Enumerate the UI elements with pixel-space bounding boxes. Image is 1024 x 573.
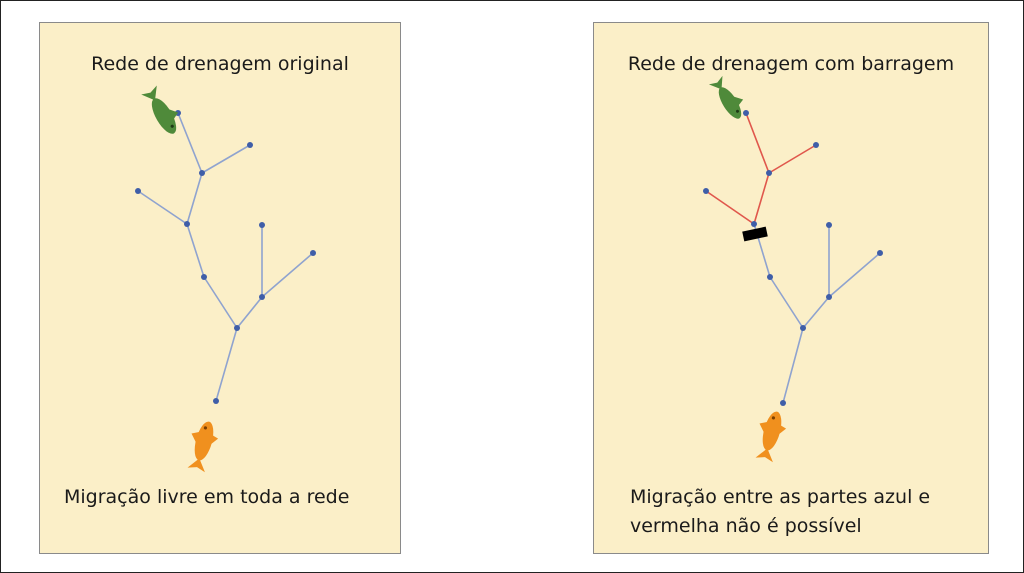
panel-dammed-network: Rede de drenagem com barragem: [593, 22, 989, 554]
network-node: [767, 274, 773, 280]
network-node: [259, 222, 265, 228]
green-fish-icon: [708, 75, 744, 119]
network-node: [135, 188, 141, 194]
network-node: [766, 170, 772, 176]
orange-fish-icon: [187, 421, 219, 473]
network-node: [234, 325, 240, 331]
network-node: [826, 222, 832, 228]
river-segment-upstream: [753, 172, 770, 225]
network-node: [310, 250, 316, 256]
network-node: [743, 110, 749, 116]
network-node: [813, 142, 819, 148]
river-segment-upstream: [745, 112, 770, 174]
orange-fish-icon: [755, 411, 787, 463]
drainage-network-original: [135, 85, 316, 473]
panel-title: Rede de drenagem original: [91, 53, 349, 75]
river-segment: [215, 327, 238, 402]
network-node: [877, 250, 883, 256]
drainage-network-dammed: [703, 75, 883, 463]
panel-caption: Migração livre em toda a rede: [64, 486, 350, 508]
river-segment-downstream: [802, 296, 830, 329]
network-node: [800, 325, 806, 331]
river-segment: [201, 144, 251, 174]
network-node: [703, 188, 709, 194]
river-segment: [177, 112, 203, 174]
network-node: [199, 170, 205, 176]
network-node: [259, 294, 265, 300]
network-node: [201, 274, 207, 280]
network-node: [751, 221, 757, 227]
river-segment: [186, 223, 205, 278]
panel-caption: Migração entre as partes azul e vermelha…: [630, 483, 930, 541]
panel-original-network: Rede de drenagem original: [39, 22, 401, 554]
network-node: [184, 221, 190, 227]
river-segment: [261, 252, 314, 298]
dam-icon: [742, 226, 768, 242]
river-segment-downstream: [828, 252, 881, 298]
caption-line-2: vermelha não é possível: [630, 515, 862, 537]
river-segment-upstream: [705, 190, 755, 225]
river-segment: [137, 190, 188, 225]
river-segment-upstream: [768, 144, 817, 174]
caption-line-1: Migração entre as partes azul e: [630, 486, 931, 508]
network-node: [213, 398, 219, 404]
network-node: [247, 142, 253, 148]
panel-title: Rede de drenagem com barragem: [627, 53, 955, 75]
river-segment: [186, 172, 203, 225]
river-segment-downstream: [782, 327, 804, 404]
green-fish-icon: [141, 85, 179, 134]
river-segment-downstream: [769, 276, 804, 329]
network-node: [780, 400, 786, 406]
river-segment: [236, 296, 263, 329]
river-segment: [203, 276, 238, 329]
network-node: [826, 294, 832, 300]
